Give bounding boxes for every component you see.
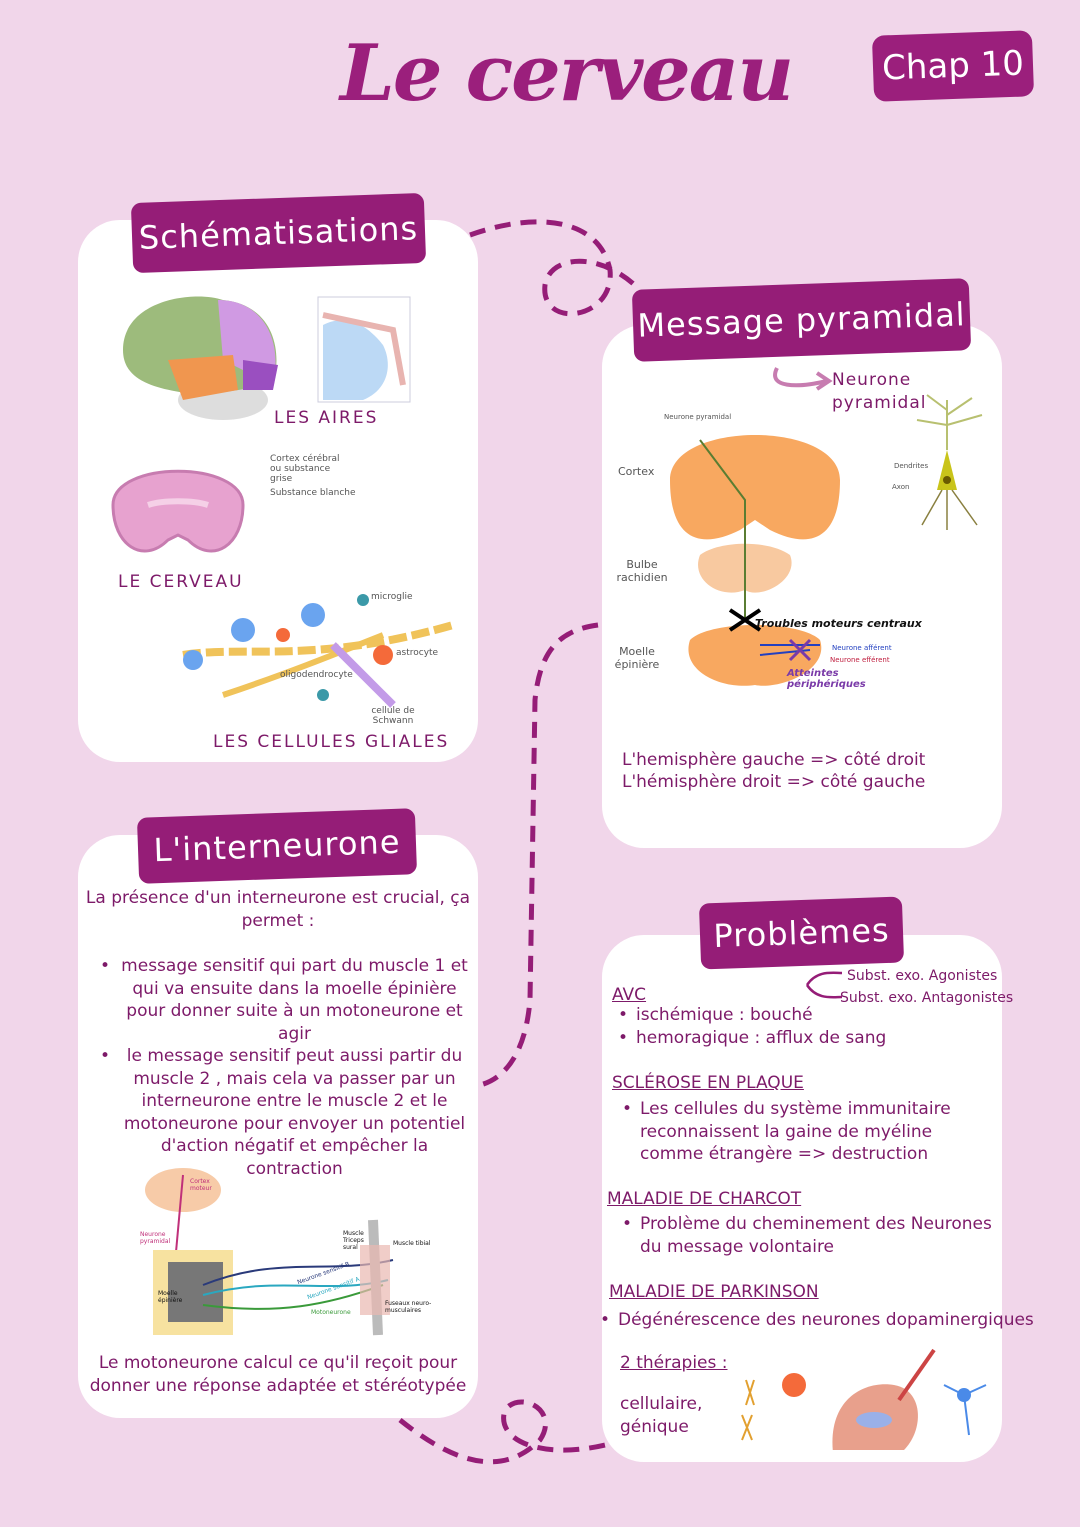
gene-therapy-figure (741, 1348, 987, 1450)
section-heading-schematisations: Schématisations (130, 192, 427, 274)
section-title-avc: AVC (612, 985, 647, 1005)
brain-section-figure (111, 469, 245, 553)
diagram-label: Muscle Triceps sural (343, 1230, 364, 1251)
interneurone-bullets: message sensitif qui part du muscle 1 et… (96, 955, 471, 1180)
page-title: Le cerveau (340, 28, 794, 119)
brain-areas-figure (123, 296, 278, 420)
bullet-item: hemoragique : afflux de sang (614, 1027, 994, 1050)
section-heading-interneurone: L'interneurone (136, 808, 418, 884)
lateralization-note: L'hémisphère droit => côté gauche (622, 772, 926, 792)
intro-text: La présence d'un interneurone est crucia… (85, 888, 471, 931)
neuron-label: Neurone pyramidal (832, 370, 927, 413)
reflex-arc-figure (145, 1168, 394, 1336)
figure-label: astrocyte (396, 648, 439, 658)
diagram-label: Atteintes périphériques (787, 668, 866, 690)
figure-label: Substance blanche (270, 488, 356, 498)
problemes-card: Subst. exo. Agonistes Subst. exo. Antago… (600, 935, 1034, 1462)
section-heading-problemes: Problèmes (698, 896, 905, 970)
section-title-sep: SCLÉROSE EN PLAQUE (612, 1073, 804, 1093)
glial-cells-figure (182, 594, 453, 708)
diagram-label: Neurone pyramidal (140, 1231, 171, 1245)
charcot-bullets: Problème du cheminement des Neurones du … (618, 1213, 998, 1258)
diagram-label: Muscle tibial (393, 1240, 431, 1247)
figure-label: cellule de Schwann (371, 706, 415, 726)
side-note: Subst. exo. Antagonistes (840, 990, 1014, 1006)
diagram-label: Dendrites (894, 462, 929, 470)
therapies-text: cellulaire, génique (620, 1394, 703, 1437)
figure-label: Cortex cérébral ou substance grise (270, 454, 340, 484)
section-title-charcot: MALADIE DE CHARCOT (607, 1189, 802, 1209)
diagram-label: Neurone efférent (830, 656, 890, 664)
section-heading-pyramidal: Message pyramidal (631, 278, 972, 362)
diagram-label: Cortex (618, 465, 655, 478)
branch-arrows-icon (805, 971, 843, 999)
diagram-label: Moelle épinière (158, 1290, 183, 1304)
schematisations-card: LES AIRES Cortex cérébral ou substance g… (78, 220, 478, 762)
diagram-label: Troubles moteurs centraux (755, 617, 922, 630)
diagram-label: Motoneurone (311, 1309, 351, 1316)
bullet-item: message sensitif qui part du muscle 1 et… (96, 955, 471, 1045)
figure-caption: LE CERVEAU (118, 572, 244, 592)
diagram-label: Fuseaux neuro-musculaires (385, 1300, 432, 1314)
parkinson-bullets: Dégénérescence des neurones dopaminergiq… (596, 1309, 1034, 1332)
interneurone-card: La présence d'un interneurone est crucia… (78, 835, 478, 1418)
diagram-label: Axon (892, 483, 910, 491)
section-title-parkinson: MALADIE DE PARKINSON (609, 1282, 819, 1302)
side-note: Subst. exo. Agonistes (847, 968, 998, 984)
bullet-item: le message sensitif peut aussi partir du… (96, 1045, 471, 1180)
bullet-item: Les cellules du système immunitaire reco… (618, 1098, 958, 1166)
bullet-item: Problème du cheminement des Neurones du … (618, 1213, 998, 1258)
therapies-label: 2 thérapies : (620, 1353, 728, 1373)
figure-caption: LES CELLULES GLIALES (213, 732, 450, 752)
homunculus-figure (317, 296, 411, 403)
curved-arrow-icon (773, 367, 833, 391)
pyramidal-neuron-figure (916, 394, 983, 530)
lateralization-note: L'hemisphère gauche => côté droit (622, 750, 926, 770)
sep-bullets: Les cellules du système immunitaire reco… (618, 1098, 958, 1166)
diagram-label: Neurone pyramidal (664, 413, 732, 421)
conclusion-text: Le motoneurone calcul ce qu'il reçoit po… (89, 1353, 467, 1396)
motor-pathway-figure (670, 435, 840, 686)
diagram-label: Neurone afférent (832, 644, 892, 652)
pyramidal-card: Neurone pyramidal Neurone pyramidal Cort… (602, 325, 1002, 848)
diagram-label: Cortex moteur (190, 1178, 212, 1192)
bullet-item: Dégénérescence des neurones dopaminergiq… (596, 1309, 1034, 1332)
diagram-label: Bulbe rachidien (616, 558, 668, 584)
avc-bullets: ischémique : bouché hemoragique : afflux… (614, 1004, 994, 1049)
figure-label: oligodendrocyte (280, 670, 353, 680)
diagram-label: Moelle épinière (614, 645, 660, 671)
figure-caption: LES AIRES (274, 408, 379, 428)
figure-label: microglie (371, 592, 413, 602)
bullet-item: ischémique : bouché (614, 1004, 994, 1027)
